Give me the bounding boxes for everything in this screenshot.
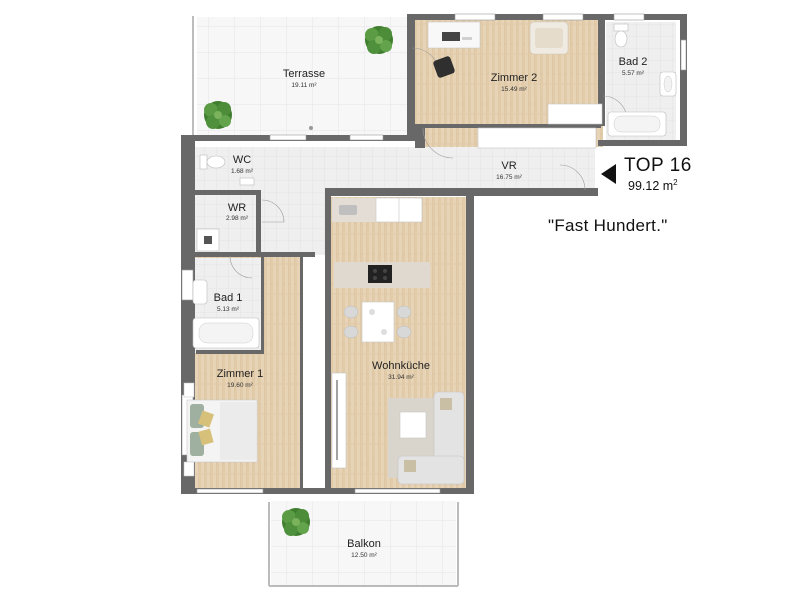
sink-icon bbox=[192, 279, 208, 305]
bathtub-icon bbox=[192, 317, 260, 349]
room-label-zimmer1: Zimmer 1 bbox=[217, 368, 263, 380]
room-label-zimmer2: Zimmer 2 bbox=[491, 72, 537, 84]
desk-icon bbox=[427, 21, 481, 49]
terrasse-lamp bbox=[309, 126, 313, 130]
nightstand bbox=[183, 382, 195, 398]
room-area-wr: 2.98 m² bbox=[226, 215, 249, 222]
plant-icon bbox=[282, 508, 310, 536]
sink-icon bbox=[659, 71, 677, 97]
unit-area-value: 99.12 m bbox=[628, 179, 674, 194]
room-label-terrasse: Terrasse bbox=[283, 68, 325, 80]
plant-icon bbox=[365, 26, 393, 54]
bed-icon bbox=[186, 399, 258, 463]
entrance-arrow-icon bbox=[601, 164, 616, 184]
room-area-bad1: 5.13 m² bbox=[217, 306, 240, 313]
room-area-zimmer2: 15.49 m² bbox=[501, 86, 527, 93]
wohnkueche-sideboard bbox=[331, 372, 347, 469]
zimmer2-wardrobe bbox=[547, 103, 603, 125]
sink-icon bbox=[339, 205, 357, 215]
vr-wardrobe bbox=[477, 127, 597, 149]
room-area-vr: 16.75 m² bbox=[496, 174, 522, 181]
room-label-bad1: Bad 1 bbox=[214, 292, 243, 304]
room-label-wohnkueche: Wohnküche bbox=[372, 360, 430, 372]
door-swings bbox=[229, 47, 628, 279]
room-area-balkon: 12.50 m² bbox=[351, 552, 377, 559]
room-area-zimmer1: 19.60 m² bbox=[227, 382, 253, 389]
room-label-balkon: Balkon bbox=[347, 538, 381, 550]
chair-icon bbox=[433, 56, 455, 78]
room-area-wc: 1.68 m² bbox=[231, 168, 254, 175]
room-label-wc: WC bbox=[233, 154, 251, 166]
unit-name: TOP 16 bbox=[624, 155, 692, 176]
plant-icon bbox=[204, 101, 232, 129]
coffee-table bbox=[399, 411, 427, 439]
room-area-wohnkueche: 31.94 m² bbox=[388, 374, 414, 381]
room-area-terrasse: 19.11 m² bbox=[291, 82, 317, 89]
washing-machine-icon bbox=[196, 228, 220, 252]
zimmer2-armchair-seat bbox=[535, 28, 563, 48]
room-label-vr: VR bbox=[501, 160, 516, 172]
toilet-icon bbox=[199, 154, 255, 186]
bathtub-icon bbox=[607, 111, 667, 137]
room-area-bad2: 5.57 m² bbox=[622, 70, 645, 77]
dining-table bbox=[361, 301, 395, 343]
toilet-icon bbox=[613, 23, 629, 48]
unit-tagline: "Fast Hundert." bbox=[548, 216, 668, 235]
room-label-wr: WR bbox=[228, 202, 246, 214]
stove-icon bbox=[368, 265, 392, 283]
nightstand bbox=[183, 461, 195, 477]
corridor-floor bbox=[261, 195, 325, 255]
unit-area-sup: 2 bbox=[673, 178, 678, 187]
room-label-bad2: Bad 2 bbox=[619, 56, 648, 68]
vr-floor bbox=[195, 147, 595, 195]
chair-icon bbox=[343, 305, 412, 339]
unit-area: 99.12 m2 bbox=[628, 178, 678, 193]
sofa-icon bbox=[397, 391, 465, 485]
